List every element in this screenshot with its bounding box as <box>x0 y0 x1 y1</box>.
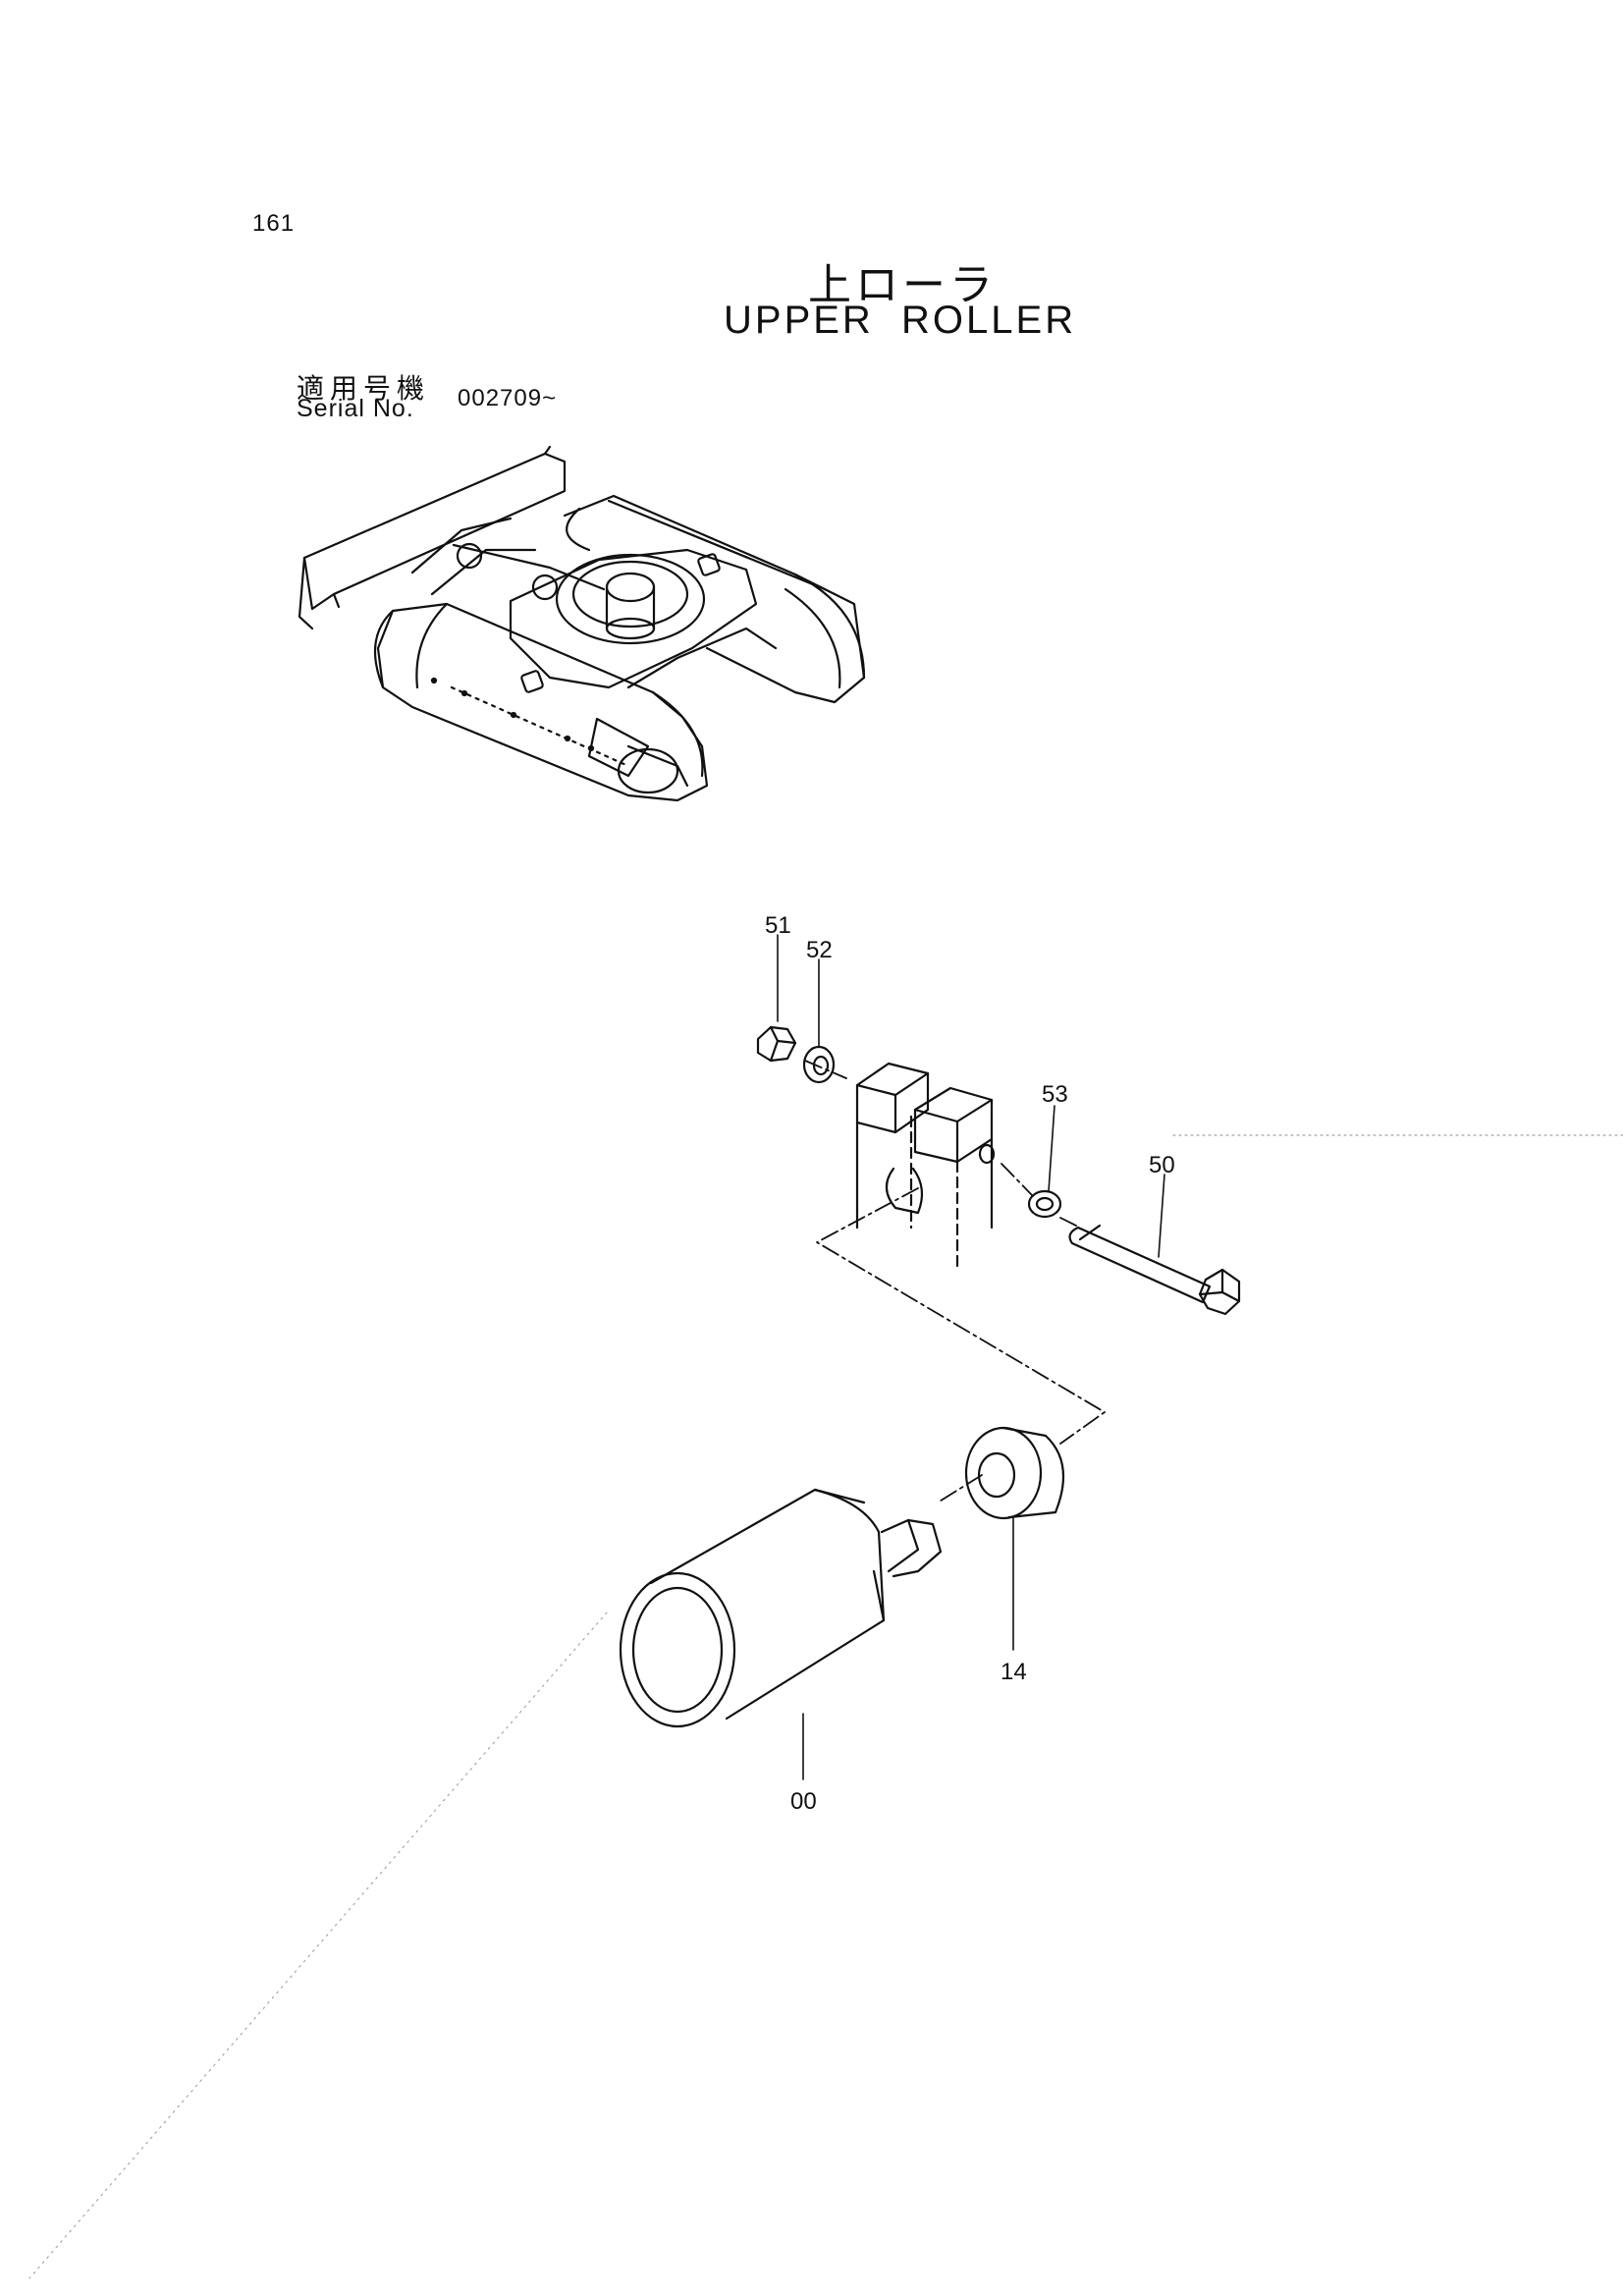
undercarriage-overview-illustration <box>298 445 866 802</box>
bolt-part-50 <box>1068 1224 1241 1316</box>
serial-label-japanese: 適用号機 <box>297 372 431 405</box>
mounting-bracket <box>855 1062 996 1269</box>
callout-00: 00 <box>790 1788 817 1815</box>
callout-51: 51 <box>765 912 791 939</box>
page-number: 161 <box>252 210 296 237</box>
assembly-centerline <box>804 1060 1106 1503</box>
washer-part-53 <box>1027 1189 1062 1219</box>
callout-52: 52 <box>806 937 833 963</box>
upper-roller-part-00 <box>619 1488 943 1728</box>
washer-part-52 <box>802 1045 836 1084</box>
leader-line-50 <box>1158 1174 1165 1258</box>
callout-14: 14 <box>1001 1659 1027 1685</box>
page-title-japanese: 上ローラ <box>808 260 997 310</box>
leader-line-53 <box>1048 1105 1055 1192</box>
callout-53: 53 <box>1042 1081 1068 1108</box>
serial-label-english: Serial No. <box>297 395 414 422</box>
thrust-ring-part-14 <box>964 1426 1065 1520</box>
page-title-english: UPPER ROLLER <box>724 299 1077 342</box>
callout-50: 50 <box>1149 1152 1175 1178</box>
nut-part-51 <box>756 1025 797 1063</box>
serial-number-value: 002709~ <box>458 385 558 411</box>
